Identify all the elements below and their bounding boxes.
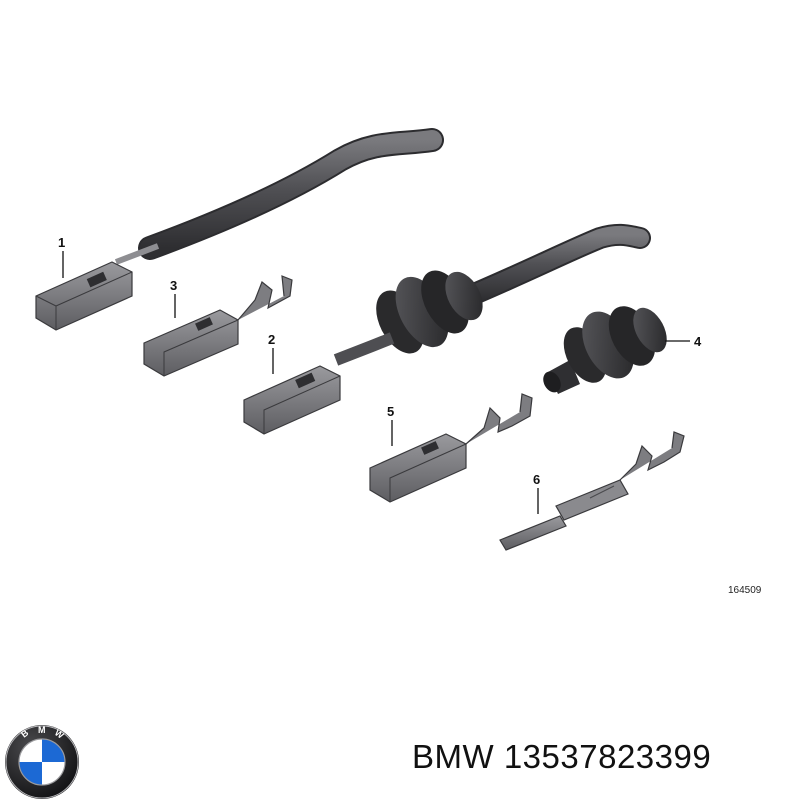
brand-name: BMW [412, 738, 495, 775]
svg-text:2: 2 [268, 332, 275, 347]
callout-1: 1 [58, 235, 65, 278]
callout-4: 4 [665, 334, 702, 349]
callout-3: 3 [170, 278, 177, 318]
drawing-number: 164509 [728, 585, 762, 596]
parts-diagram: 1 3 2 4 5 6 164509 [35, 128, 762, 596]
svg-text:4: 4 [694, 334, 702, 349]
bmw-logo: B M W [5, 725, 79, 799]
svg-text:M: M [38, 725, 46, 735]
callout-2: 2 [268, 332, 275, 374]
part-number: 13537823399 [503, 738, 712, 775]
part-2-terminal-with-seal-cable [243, 223, 651, 435]
part-1-terminal-with-cable [35, 128, 444, 331]
callout-5: 5 [387, 404, 394, 446]
svg-text:1: 1 [58, 235, 65, 250]
callout-6: 6 [533, 472, 540, 514]
svg-text:B: B [19, 727, 31, 739]
part-5-open-terminal [369, 393, 533, 503]
svg-text:3: 3 [170, 278, 177, 293]
part-6-pin-terminal [499, 431, 685, 551]
part-3-open-terminal [143, 275, 293, 377]
part-caption: BMW 13537823399 [412, 738, 711, 776]
part-4-seal [543, 306, 667, 394]
svg-text:5: 5 [387, 404, 394, 419]
svg-text:6: 6 [533, 472, 540, 487]
